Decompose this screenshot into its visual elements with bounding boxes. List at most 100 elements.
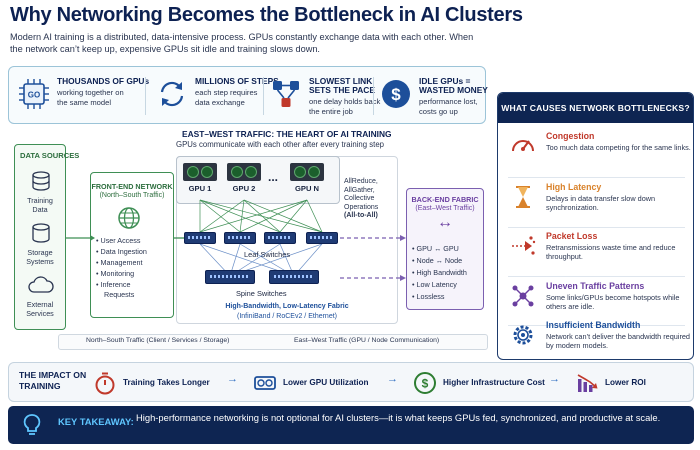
front-end-title: FRONT-END NETWORK — [91, 182, 173, 191]
packet-loss-icon — [512, 236, 536, 255]
data-sources-box — [14, 144, 66, 330]
bidirectional-arrow-icon: ↔ — [437, 214, 453, 231]
dollar-circle-icon: $ — [414, 372, 436, 394]
impact-title: THE IMPACT ON TRAINING — [19, 370, 87, 391]
divider — [263, 77, 264, 115]
front-end-item: • Monitoring — [96, 269, 135, 278]
back-end-item: • Low Latency — [412, 280, 457, 289]
divider — [145, 77, 146, 115]
source-label: Services — [26, 309, 54, 318]
database-icon — [32, 171, 50, 191]
source-label: Data — [32, 205, 48, 214]
causes-panel: WHAT CAUSES NETWORK BOTTLENECKS? Congest… — [497, 92, 694, 360]
intro-text: Modern AI training is a distributed, dat… — [10, 32, 474, 54]
impact-label: Higher Infrastructure Cost — [443, 378, 545, 387]
cause-title: Insufficient Bandwidth — [546, 320, 641, 330]
cloud-icon — [28, 276, 54, 293]
back-end-fabric-box — [406, 188, 484, 310]
stats-bar: GO THOUSANDS OF GPUs working together on… — [8, 66, 488, 124]
cause-desc: Some links/GPUs become hotspots while ot… — [546, 293, 680, 312]
traffic-legend — [58, 334, 488, 350]
source-label: Storage — [27, 248, 53, 257]
gpu-utilization-icon — [254, 376, 276, 390]
stopwatch-icon — [95, 372, 115, 395]
stat-gpus: GO THOUSANDS OF GPUs working together on… — [17, 73, 149, 119]
page-title: Why Networking Becomes the Bottleneck in… — [10, 4, 523, 26]
stat-desc: working together on — [57, 88, 124, 97]
takeaway-text: High-performance networking is not optio… — [136, 412, 661, 423]
impact-label: Lower GPU Utilization — [283, 378, 369, 387]
front-end-item: • User Access — [96, 236, 141, 245]
leaf-switch — [264, 232, 296, 244]
cause-desc: Too much data competing for the same lin… — [546, 143, 691, 152]
back-end-title: BACK-END FABRIC — [411, 195, 479, 204]
arrow-right-icon: → — [549, 373, 560, 385]
legend-north-south: North–South Traffic (Client / Services /… — [86, 337, 230, 344]
stat-desc: performance lost, — [419, 97, 478, 106]
gpu-card: GPU 2 — [227, 163, 261, 199]
divider — [373, 77, 374, 115]
source-label: External — [26, 300, 54, 309]
causes-title: WHAT CAUSES NETWORK BOTTLENECKS? — [498, 93, 693, 123]
fabric-label: High-Bandwidth, Low-Latency Fabric — [225, 303, 349, 310]
arrow-right-icon: → — [387, 373, 398, 385]
front-end-item: Requests — [104, 290, 135, 299]
stat-title: WASTED MONEY — [419, 85, 488, 95]
ew-title: EAST–WEST TRAFFIC: THE HEART OF AI TRAIN… — [182, 129, 392, 139]
divider — [508, 276, 685, 277]
stat-slowest-link: SLOWEST LINK SETS THE PACE one delay hol… — [269, 73, 381, 119]
spine-switches-label: Spine Switches — [236, 289, 287, 298]
divider — [508, 177, 685, 178]
front-end-item: • Data Ingestion — [96, 247, 147, 256]
dollar-icon: $ — [382, 80, 410, 108]
slowest-link-icon — [273, 81, 299, 107]
stat-desc: the entire job — [309, 107, 353, 116]
data-sources-title: DATA SOURCES — [20, 151, 80, 160]
stat-steps: MILLIONS OF STEPS each step requires dat… — [155, 73, 279, 119]
stat-desc: each step requires — [195, 88, 258, 97]
back-end-item: • Node ↔ Node — [412, 256, 463, 265]
gear-icon — [513, 325, 533, 345]
spine-switch — [269, 270, 319, 284]
cause-title: High Latency — [546, 182, 602, 192]
collective-ops-label: AllReduce, AllGather, Collective Operati… — [344, 178, 379, 220]
leaf-switch — [224, 232, 256, 244]
impact-row: THE IMPACT ON TRAINING Training Takes Lo… — [8, 362, 694, 402]
divider — [508, 227, 685, 228]
back-end-item: • GPU ↔ GPU — [412, 244, 459, 253]
cause-title: Packet Loss — [546, 231, 598, 241]
stat-desc: one delay holds back — [309, 97, 381, 106]
leaf-switches-label: Leaf Switches — [244, 250, 291, 259]
stat-desc: costs go up — [419, 107, 458, 116]
cause-desc: Retransmissions waste time and reduce th… — [546, 243, 676, 262]
cause-title: Uneven Traffic Patterns — [546, 281, 645, 291]
declining-chart-icon — [577, 374, 598, 392]
stat-title: MILLIONS OF STEPS — [195, 76, 279, 86]
leaf-switch — [184, 232, 216, 244]
cause-congestion: Congestion Too much data competing for t… — [498, 131, 693, 175]
svg-text:GO: GO — [28, 91, 40, 100]
key-takeaway-banner: KEY TAKEAWAY: High-performance networkin… — [8, 406, 694, 444]
gpu-chip-icon: GO — [19, 79, 49, 109]
cycle-arrows-icon — [160, 81, 184, 107]
stat-desc: data exchange — [195, 98, 245, 107]
back-end-item: • Lossless — [412, 292, 445, 301]
impact-label: Lower ROI — [605, 378, 646, 387]
front-end-subtitle: (North–South Traffic) — [99, 192, 165, 199]
back-end-subtitle: (East–West Traffic) — [415, 205, 475, 212]
stat-title: SLOWEST LINK — [309, 76, 373, 86]
cause-latency: High Latency Delays in data transfer slo… — [498, 182, 693, 226]
arrow-right-icon: → — [227, 373, 238, 385]
back-end-item: • High Bandwidth — [412, 268, 467, 277]
fabric-protocols-label: (InfiniBand / RoCEv2 / Ethernet) — [237, 313, 337, 320]
impact-label: Training Takes Longer — [123, 378, 210, 387]
source-label: Training — [27, 196, 53, 205]
spine-switch — [205, 270, 255, 284]
cause-desc: Network can’t deliver the bandwidth requ… — [546, 332, 690, 351]
svg-text:$: $ — [391, 85, 401, 104]
cause-title: Congestion — [546, 131, 595, 141]
lightbulb-icon — [23, 414, 41, 435]
hourglass-icon — [516, 186, 530, 208]
globe-icon — [118, 207, 140, 229]
cause-packet-loss: Packet Loss Retransmissions waste time a… — [498, 231, 693, 275]
